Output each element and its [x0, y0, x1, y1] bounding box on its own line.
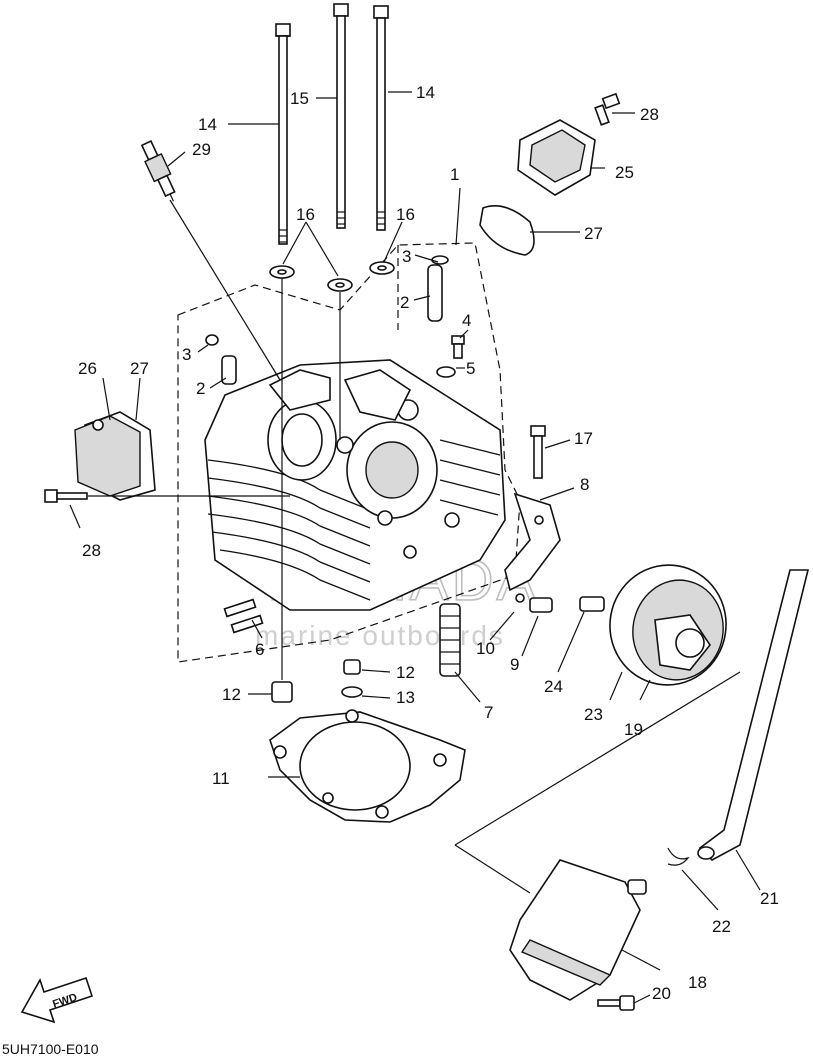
stud-bolt-left [275, 23, 291, 245]
callout-8: 8 [580, 475, 589, 494]
direction-arrow: FWD [20, 976, 94, 1024]
side-bracket [504, 425, 561, 613]
breather-hose [667, 569, 810, 866]
callout-16a: 16 [296, 205, 315, 224]
callout-11: 11 [212, 769, 230, 788]
callout-23: 23 [584, 705, 603, 724]
stud-bolt-small [436, 335, 465, 378]
callout-27a: 27 [130, 359, 149, 378]
coil-stud [439, 603, 461, 677]
callout-leaders [69, 91, 761, 1004]
callout-3b: 3 [182, 345, 191, 364]
callout-4: 4 [462, 311, 471, 330]
valve-guides [205, 255, 449, 385]
callout-22: 22 [712, 917, 731, 936]
callout-28a: 28 [82, 541, 101, 560]
stud-bolts [275, 3, 389, 245]
washers [269, 261, 395, 292]
dowel-pins [223, 598, 264, 634]
callout-9: 9 [510, 655, 519, 674]
tappet-cover-top [479, 92, 621, 256]
callout-14b: 14 [416, 83, 435, 102]
collars [271, 659, 363, 703]
stud-bolt-center [333, 3, 349, 229]
tappet-cover-left [44, 411, 156, 503]
callout-6: 6 [255, 640, 264, 659]
head-gasket [269, 709, 466, 823]
callout-26: 26 [78, 359, 97, 378]
callout-12b: 12 [396, 663, 415, 682]
side-cover-right [579, 564, 727, 686]
callout-7: 7 [484, 703, 493, 722]
callout-19: 19 [624, 720, 643, 739]
callout-14a: 14 [198, 115, 217, 134]
spark-plug-leader [169, 199, 281, 381]
callout-12a: 12 [222, 685, 241, 704]
callout-20: 20 [652, 984, 671, 1003]
cylinder-head [204, 359, 506, 611]
callout-13: 13 [396, 688, 415, 707]
callout-10: 10 [476, 639, 495, 658]
callout-1: 1 [450, 165, 459, 184]
spark-plug [140, 140, 176, 202]
callout-16b: 16 [396, 205, 415, 224]
lower-cover [509, 859, 647, 1011]
callout-17: 17 [574, 429, 593, 448]
catalog-code: 5UH7100-E010 [2, 1041, 99, 1057]
callout-2b: 2 [196, 379, 205, 398]
watermark-tagline: marine outboards [255, 620, 505, 651]
callout-3a: 3 [402, 247, 411, 266]
callout-18: 18 [688, 973, 707, 992]
callout-24: 24 [544, 677, 563, 696]
callout-29: 29 [192, 140, 211, 159]
callout-27b: 27 [584, 224, 603, 243]
cover-guide-line-b [454, 844, 531, 894]
callout-15: 15 [290, 89, 309, 108]
assembly-outline [177, 242, 521, 663]
cover-guide-line-a [454, 671, 741, 846]
callout-labels: 1 2 2 3 3 4 5 6 7 8 9 10 11 12 12 13 14 … [78, 83, 779, 1003]
callout-28b: 28 [640, 105, 659, 124]
callout-25: 25 [615, 163, 634, 182]
callout-2a: 2 [400, 293, 409, 312]
callout-5: 5 [466, 359, 475, 378]
stud-bolt-right [373, 5, 389, 231]
callout-21: 21 [760, 889, 779, 908]
